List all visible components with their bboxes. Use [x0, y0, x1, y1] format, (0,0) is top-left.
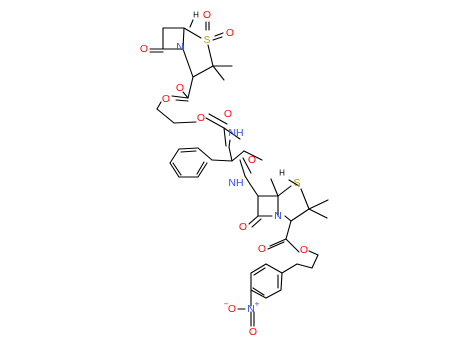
bond	[265, 289, 282, 299]
bond	[156, 101, 162, 110]
carbamate-bonds	[205, 113, 263, 177]
bond	[244, 175, 251, 185]
bond	[228, 139, 231, 148]
oxygen-label: O	[258, 243, 266, 255]
bond	[290, 208, 310, 222]
sulfur-label: S	[293, 177, 300, 189]
oxygen-label: O	[203, 9, 211, 21]
oxygen-label: O	[162, 93, 170, 105]
charge-label: −	[224, 300, 229, 309]
hydrogen-label: H	[279, 169, 285, 178]
bond	[265, 263, 283, 274]
bond	[270, 178, 279, 197]
phenyl-ring-bonds	[169, 147, 213, 178]
nitrogen-label: N	[247, 303, 255, 315]
bond	[205, 117, 225, 129]
bond	[208, 113, 228, 125]
oxygen-label: O	[226, 27, 234, 39]
bond	[250, 289, 267, 299]
bond	[308, 199, 329, 210]
bond	[171, 95, 189, 99]
bond	[311, 254, 319, 269]
bond	[192, 65, 214, 78]
nitrobenzyl-ring-bonds	[237, 263, 313, 327]
bond	[197, 147, 213, 161]
oxygen-label: O	[140, 43, 148, 55]
bond	[223, 127, 241, 140]
bond	[277, 185, 292, 197]
bond	[169, 162, 180, 178]
bond	[196, 161, 205, 175]
bond	[211, 159, 233, 162]
bond	[172, 162, 182, 176]
bond	[280, 272, 283, 291]
oxygen-label: O	[224, 108, 232, 120]
bond	[178, 147, 199, 150]
bond	[267, 241, 285, 250]
charge-label: +	[255, 300, 260, 309]
bond	[182, 27, 185, 50]
bond	[252, 287, 265, 296]
oxygen-label: O	[197, 112, 205, 124]
oxygen-label: O	[248, 154, 256, 166]
atom-labels: H S O O O N O O O O NH O NH H S N O O O …	[140, 9, 308, 338]
bond	[308, 208, 328, 219]
bond	[182, 91, 189, 99]
hydrogen-label: H	[193, 11, 199, 20]
bond	[183, 27, 202, 39]
bond	[249, 183, 259, 197]
bond	[223, 127, 227, 147]
bond	[251, 218, 262, 228]
bond	[169, 148, 180, 164]
bond	[156, 108, 175, 124]
bond	[285, 220, 292, 240]
bond	[243, 150, 263, 161]
bond	[182, 48, 194, 78]
bond	[239, 159, 246, 177]
bond	[231, 150, 245, 162]
bond	[214, 32, 224, 37]
nitrogen-label: N	[274, 210, 282, 222]
oxygen-label: O	[176, 82, 184, 94]
bond	[285, 238, 300, 253]
bond	[250, 263, 267, 274]
bond	[300, 188, 310, 210]
top-penam-bonds	[149, 19, 233, 124]
bond	[248, 215, 259, 225]
amine-label: NH	[228, 177, 243, 189]
bond	[175, 99, 189, 102]
oxygen-label: O	[239, 221, 247, 233]
bond	[228, 146, 233, 162]
bond	[253, 267, 266, 276]
bond	[173, 121, 197, 124]
bond	[296, 263, 313, 269]
oxygen-label: O	[249, 326, 257, 338]
bond	[281, 263, 298, 274]
bottom-penam-bonds	[244, 175, 329, 269]
amine-label: NH	[228, 127, 243, 139]
bond	[197, 162, 208, 178]
bond	[288, 179, 300, 187]
bond	[308, 250, 319, 256]
bond	[180, 150, 197, 153]
bond	[212, 65, 225, 81]
bond	[212, 36, 223, 41]
bond	[187, 76, 194, 99]
bond	[189, 19, 194, 28]
nitrogen-label: N	[176, 41, 184, 53]
oxygen-label: O	[228, 303, 236, 315]
bond	[269, 238, 287, 247]
oxygen-label: O	[300, 244, 308, 256]
bond	[242, 157, 252, 174]
sulfur-label: S	[203, 34, 210, 46]
bond	[207, 44, 214, 67]
bond	[284, 215, 292, 222]
